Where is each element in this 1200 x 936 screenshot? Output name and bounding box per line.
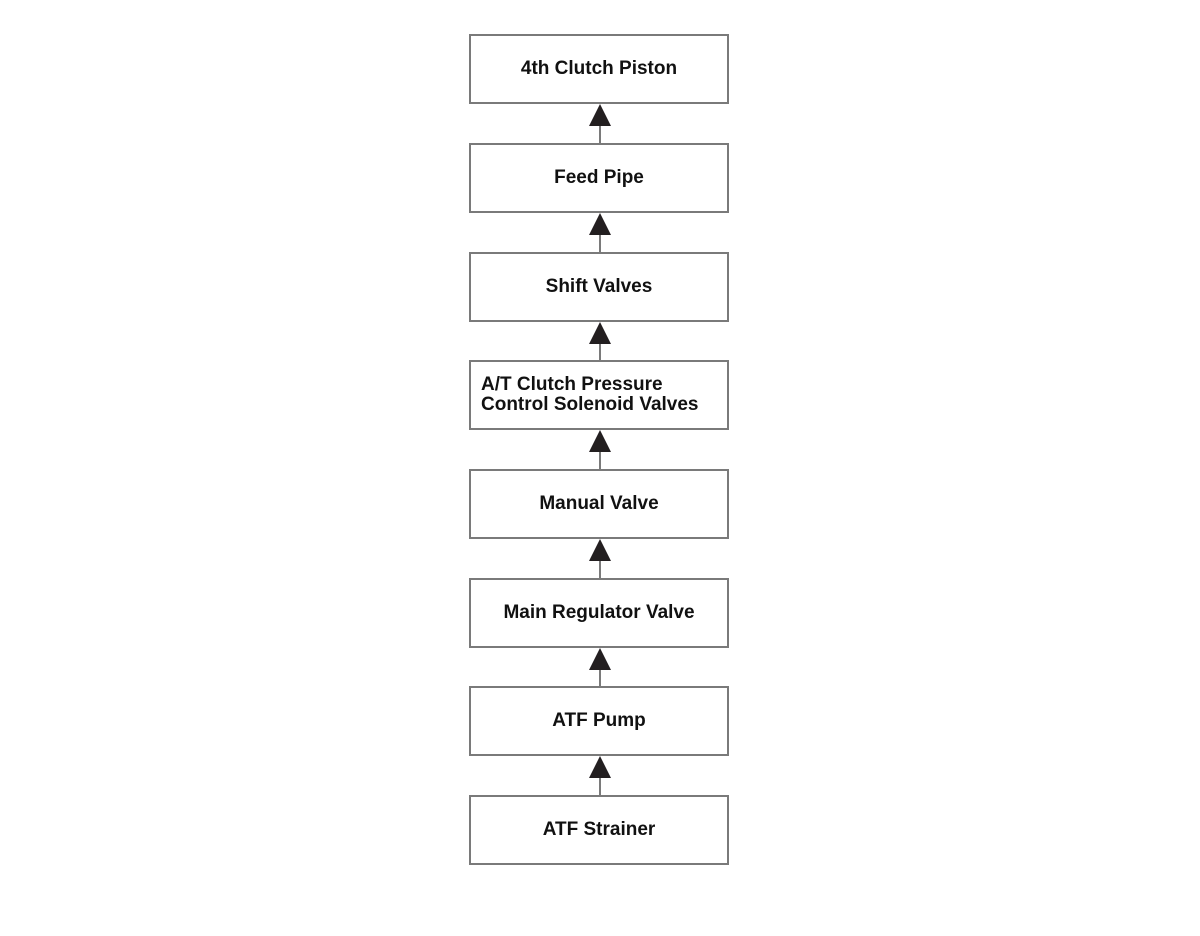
arrow-main-regulator-valve-to-manual-valve [589,539,611,578]
node-label: Main Regulator Valve [503,602,695,623]
node-4th-clutch-piston: 4th Clutch Piston [469,34,729,104]
arrow-feed-pipe-to-clutch-piston [589,104,611,143]
node-atf-strainer: ATF Strainer [469,795,729,865]
node-label: ATF Pump [552,710,646,731]
node-atf-pump: ATF Pump [469,686,729,756]
node-manual-valve: Manual Valve [469,469,729,539]
node-at-clutch-pressure-control-solenoid-valves: A/T Clutch Pressure Control Solenoid Val… [469,360,729,430]
node-label: Feed Pipe [554,167,644,188]
node-label: Shift Valves [545,276,653,297]
node-feed-pipe: Feed Pipe [469,143,729,213]
node-main-regulator-valve: Main Regulator Valve [469,578,729,648]
arrow-shift-valves-to-feed-pipe [589,213,611,252]
arrow-solenoid-valves-to-shift-valves [589,322,611,360]
arrow-atf-pump-to-main-regulator-valve [589,648,611,686]
arrow-atf-strainer-to-atf-pump [589,756,611,795]
node-label: ATF Strainer [542,819,656,840]
node-shift-valves: Shift Valves [469,252,729,322]
node-label: 4th Clutch Piston [520,58,678,79]
node-label: Manual Valve [539,493,659,514]
node-label: A/T Clutch Pressure Control Solenoid Val… [481,374,699,415]
arrow-manual-valve-to-solenoid-valves [589,430,611,469]
